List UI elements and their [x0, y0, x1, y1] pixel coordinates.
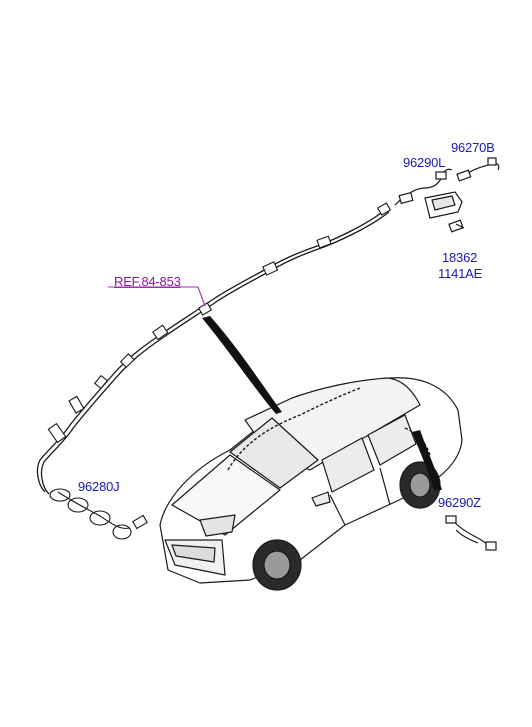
part-96270b-cable — [456, 157, 500, 182]
ref-label[interactable]: REF.84-853 — [114, 274, 181, 289]
antenna-module — [424, 191, 465, 233]
part-1141ae-label: 1141AE — [438, 266, 483, 281]
part-96270b-label: 96270B — [451, 140, 495, 155]
ref-leader — [108, 286, 206, 307]
part-96290z-cable — [445, 515, 497, 551]
part-96280j-label: 96280J — [78, 479, 120, 494]
part-18362-label: 18362 — [442, 250, 478, 265]
connector-bundle — [49, 488, 148, 540]
leader-lines — [202, 316, 442, 490]
part-96290l-cable — [394, 168, 453, 206]
cable-clips — [47, 202, 392, 444]
part-96290l-label: 96290L — [403, 155, 446, 170]
part-96290z-label: 96290Z — [438, 495, 481, 510]
car-illustration — [159, 377, 463, 591]
